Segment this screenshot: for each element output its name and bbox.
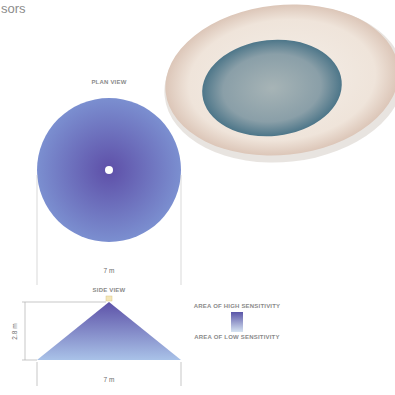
plan-view	[37, 98, 181, 285]
legend-text: AREA OF LOW SENSITIVITY	[194, 334, 279, 340]
page-heading: sors	[1, 1, 26, 16]
legend-text: AREA OF HIGH SENSITIVITY	[194, 303, 281, 309]
legend-swatch	[231, 322, 243, 332]
dimension-label: 7 m	[104, 376, 115, 383]
view-heading: SIDE VIEW	[93, 287, 126, 293]
legend-swatch	[231, 312, 243, 322]
side-view	[22, 296, 181, 386]
dimension-label: 7 m	[104, 267, 115, 274]
sensor-photo	[157, 0, 395, 174]
view-heading: PLAN VIEW	[91, 79, 126, 85]
dimension-label: 2.8 m	[10, 323, 17, 339]
